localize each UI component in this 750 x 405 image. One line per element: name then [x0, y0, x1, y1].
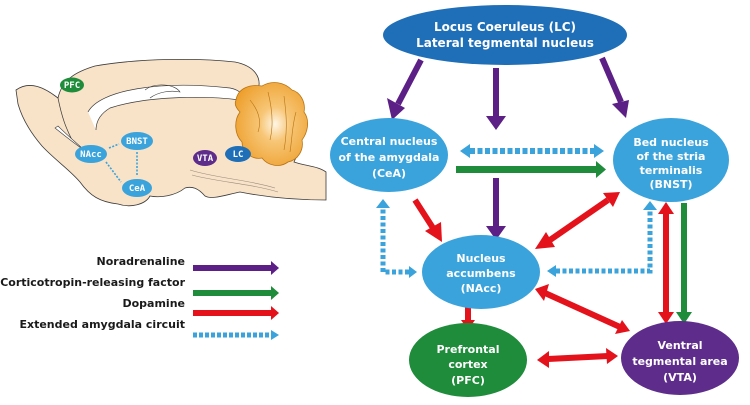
svg-text:(NAcc): (NAcc) [461, 282, 502, 295]
arrow-cea-to-nacc [412, 198, 442, 242]
svg-text:CeA: CeA [129, 184, 146, 194]
svg-text:Lateral tegmental nucleus: Lateral tegmental nucleus [416, 36, 594, 50]
brain-region-lc: LC [225, 146, 251, 162]
node-cea: Central nucleus of the amygdala (CeA) [330, 118, 448, 192]
node-bnst: Bed nucleus of the stria terminalis (BNS… [613, 118, 729, 202]
legend: Noradrenaline Corticotropin-releasing fa… [0, 255, 279, 340]
svg-text:(PFC): (PFC) [451, 374, 485, 387]
brain-circuit-links [105, 143, 138, 183]
arrow-bnst-vta-dopamine [658, 202, 674, 324]
svg-text:of the amygdala: of the amygdala [339, 151, 440, 164]
svg-text:NAcc: NAcc [80, 150, 102, 160]
brain-illustration: PFC NAcc BNST CeA VTA LC [15, 58, 327, 207]
svg-text:cortex: cortex [448, 358, 487, 371]
node-lc: Locus Coeruleus (LC) Lateral tegmental n… [383, 5, 627, 65]
legend-label-extended-amygdala: Extended amygdala circuit [19, 318, 185, 331]
arrow-lc-to-cea [387, 58, 424, 120]
brain-region-vta: VTA [193, 150, 217, 166]
svg-text:Bed nucleus: Bed nucleus [633, 136, 709, 149]
svg-text:Central nucleus: Central nucleus [341, 135, 438, 148]
arrow-pfc-vta [537, 348, 618, 368]
brain-region-cea: CeA [122, 179, 152, 197]
cerebellum [234, 82, 308, 166]
node-pfc: Prefrontal cortex (PFC) [409, 323, 527, 397]
node-vta: Ventral tegmental area (VTA) [621, 321, 739, 395]
svg-text:(CeA): (CeA) [372, 167, 406, 180]
legend-arrow-crf [193, 286, 279, 300]
svg-text:BNST: BNST [126, 137, 148, 147]
svg-text:Prefrontal: Prefrontal [437, 343, 500, 356]
hippocampus-line [144, 84, 181, 99]
arrow-lc-to-bnst [599, 56, 629, 118]
legend-label-crf: Corticotropin-releasing factor [0, 276, 185, 289]
svg-text:of the stria: of the stria [637, 150, 706, 163]
svg-text:accumbens: accumbens [446, 267, 516, 280]
arrow-lc-to-nacc-top [486, 68, 506, 130]
legend-arrow-extended-amygdala [193, 330, 279, 340]
svg-text:(VTA): (VTA) [663, 371, 697, 384]
svg-text:(BNST): (BNST) [649, 178, 692, 191]
brainstem-line-2 [191, 174, 279, 193]
arrow-lc-to-nacc [486, 178, 506, 240]
svg-text:terminalis: terminalis [640, 164, 703, 177]
arrow-cea-to-bnst-crf [456, 161, 606, 178]
brain-region-bnst: BNST [121, 132, 153, 150]
node-nacc: Nucleus accumbens (NAcc) [422, 235, 540, 309]
arrow-cea-bnst-extended [460, 144, 604, 158]
legend-label-dopamine: Dopamine [122, 297, 185, 310]
brainstem-line [189, 169, 276, 189]
cerebellum-folds [249, 91, 297, 153]
arrow-nacc-cea-extended [376, 199, 417, 278]
svg-text:PFC: PFC [64, 81, 80, 91]
arrow-bnst-to-vta-crf [676, 203, 692, 324]
arrow-nacc-bnst [535, 192, 620, 249]
svg-text:Nucleus: Nucleus [456, 252, 506, 265]
brain-region-nacc: NAcc [75, 145, 107, 163]
svg-text:VTA: VTA [197, 154, 214, 164]
olfactory-line [57, 97, 73, 141]
legend-label-noradrenaline: Noradrenaline [97, 255, 185, 268]
connections [376, 56, 692, 368]
svg-text:Locus Coeruleus (LC): Locus Coeruleus (LC) [434, 20, 576, 34]
svg-text:Ventral: Ventral [657, 339, 702, 352]
arrow-nacc-bnst-extended [547, 201, 657, 277]
svg-text:LC: LC [233, 150, 244, 160]
brain-region-pfc: PFC [60, 77, 84, 93]
legend-arrow-dopamine [193, 306, 279, 320]
legend-arrow-noradrenaline [193, 261, 279, 275]
arrow-nacc-vta [535, 284, 630, 334]
svg-text:tegmental area: tegmental area [632, 355, 727, 368]
